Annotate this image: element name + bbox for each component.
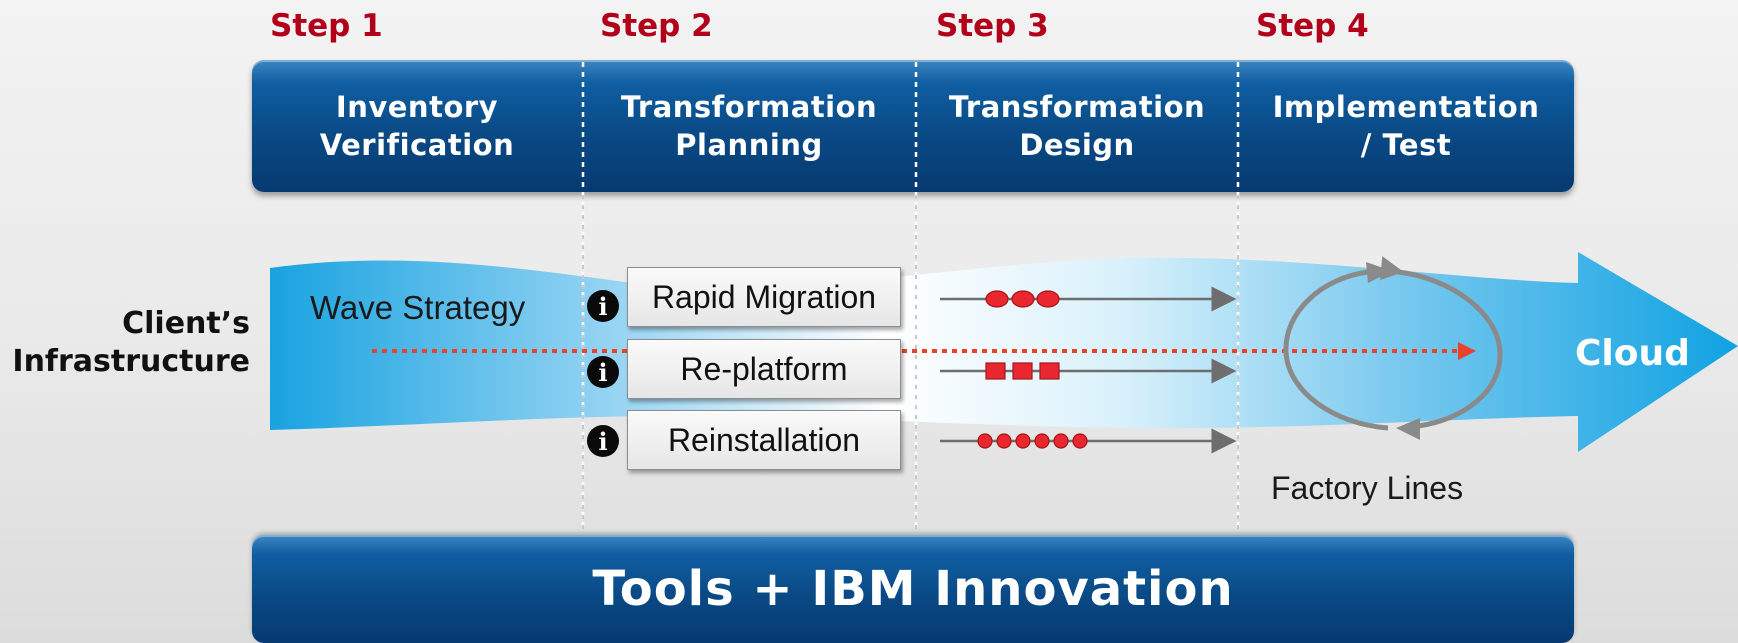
reinstallation-box: Reinstallation <box>627 410 901 470</box>
rapid-migration-info-icon[interactable]: i <box>587 290 619 322</box>
reinstallation-marker <box>1015 433 1031 449</box>
phase-transformation-planning: Transformation Planning <box>620 90 878 162</box>
step-4-label: Step 4 <box>1256 8 1369 44</box>
factory-cycle-lower-arc <box>1283 269 1389 431</box>
dotted-flow-arrowhead <box>1458 342 1476 360</box>
re-platform-box: Re-platform <box>627 339 901 399</box>
phase-inventory-verification: Inventory Verification <box>319 90 515 162</box>
phase-transformation-design: Transformation Design <box>948 90 1206 162</box>
rapid-migration-box: Rapid Migration <box>627 267 901 327</box>
factory-cycle-upper-arc <box>1397 269 1503 429</box>
rapid-migration-marker <box>985 290 1009 308</box>
reinstallation-info-icon[interactable]: i <box>587 425 619 457</box>
reinstallation-marker <box>1034 433 1050 449</box>
factory-lines-label: Factory Lines <box>1271 470 1464 506</box>
reinstallation-marker <box>977 433 993 449</box>
phase-bar: Inventory Verification Transformation Pl… <box>252 60 1574 192</box>
step-1-label: Step 1 <box>270 8 383 44</box>
phase-implementation-test: Implementation / Test <box>1272 90 1540 162</box>
factory-cycle-upper-arrowhead <box>1380 256 1404 281</box>
factory-cycle-upper-head <box>1366 262 1392 283</box>
wave-strategy-label: Wave Strategy <box>310 289 526 326</box>
re-platform-marker <box>985 362 1006 380</box>
re-platform-marker <box>1039 362 1060 380</box>
client-infrastructure-label: Client’s Infrastructure <box>12 306 250 379</box>
rapid-migration-marker <box>1011 290 1035 308</box>
step-3-label: Step 3 <box>936 8 1049 44</box>
reinstallation-marker <box>996 433 1012 449</box>
foundation-bar: Tools + IBM Innovation <box>252 535 1574 643</box>
re-platform-marker <box>1012 362 1033 380</box>
step-2-label: Step 2 <box>600 8 713 44</box>
cloud-label: Cloud <box>1575 333 1690 374</box>
rapid-migration-marker <box>1036 290 1060 308</box>
reinstallation-marker <box>1053 433 1069 449</box>
foundation-title: Tools + IBM Innovation <box>592 561 1234 617</box>
re-platform-info-icon[interactable]: i <box>587 356 619 388</box>
factory-cycle-lower-head <box>1396 418 1420 440</box>
reinstallation-marker <box>1072 433 1088 449</box>
